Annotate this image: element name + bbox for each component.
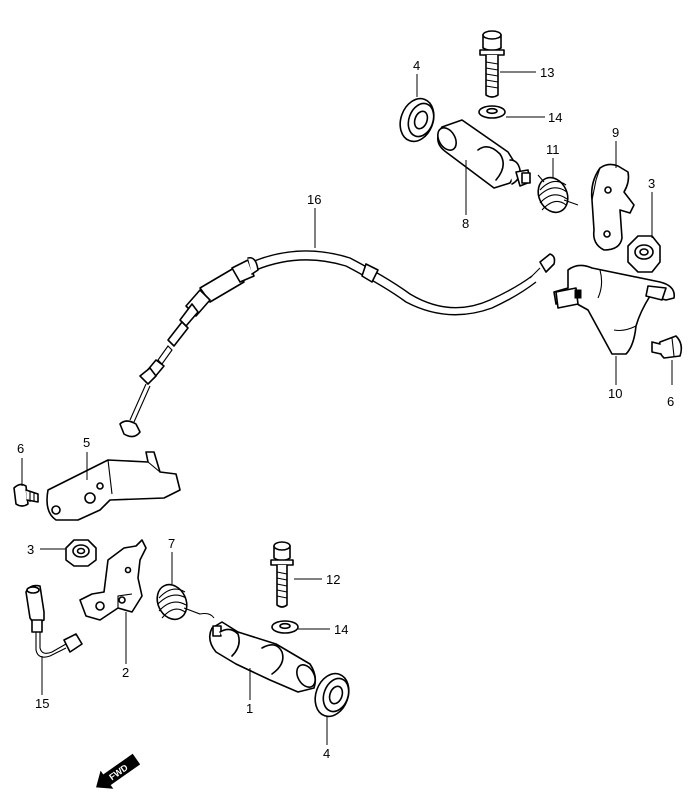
switch-wire-part-15 — [25, 584, 83, 658]
callout-14-top: 14 — [548, 110, 562, 125]
shaft-part-1 — [208, 621, 317, 693]
callout-16: 16 — [307, 192, 321, 207]
callout-3-top: 3 — [648, 176, 655, 191]
bolt-part-13 — [479, 30, 505, 98]
callout-14-bottom: 14 — [334, 622, 348, 637]
callout-15: 15 — [35, 696, 49, 711]
callout-5: 5 — [83, 435, 90, 450]
seal-part-4-bottom — [314, 672, 350, 718]
bracket-part-10 — [553, 264, 676, 355]
cable-part-16 — [119, 250, 556, 438]
bracket-part-5 — [46, 451, 181, 521]
callout-12: 12 — [326, 572, 340, 587]
lever-part-2 — [79, 539, 147, 621]
lever-part-9 — [590, 163, 635, 251]
callout-11: 11 — [546, 142, 560, 157]
fwd-arrow-icon: FWD — [96, 753, 141, 789]
callout-4-bottom: 4 — [323, 746, 330, 761]
bolt-part-6-right — [651, 335, 683, 359]
callout-1: 1 — [246, 701, 253, 716]
washer-part-14-top — [478, 105, 506, 119]
bolt-part-6-left — [13, 483, 39, 507]
spring-part-11-top — [537, 174, 579, 214]
callout-2: 2 — [122, 665, 129, 680]
bolt-part-12 — [270, 541, 294, 608]
callout-labels: 13 14 4 8 11 9 3 10 6 16 5 6 3 7 2 12 14… — [17, 58, 674, 761]
callout-6-left: 6 — [17, 441, 24, 456]
seal-part-4-top — [399, 97, 435, 143]
spring-part-7 — [156, 583, 215, 621]
nut-part-3-left — [65, 539, 97, 567]
callout-9: 9 — [612, 125, 619, 140]
nut-part-3-top — [627, 235, 661, 273]
callout-8: 8 — [462, 216, 469, 231]
callout-10: 10 — [608, 386, 622, 401]
shaft-part-8 — [437, 119, 531, 189]
leader-lines — [21, 71, 673, 745]
callout-7: 7 — [168, 536, 175, 551]
washer-part-14-bottom — [271, 620, 299, 634]
callout-6-right: 6 — [667, 394, 674, 409]
callout-3-left: 3 — [27, 542, 34, 557]
callout-4-top: 4 — [413, 58, 420, 73]
callout-13: 13 — [540, 65, 554, 80]
